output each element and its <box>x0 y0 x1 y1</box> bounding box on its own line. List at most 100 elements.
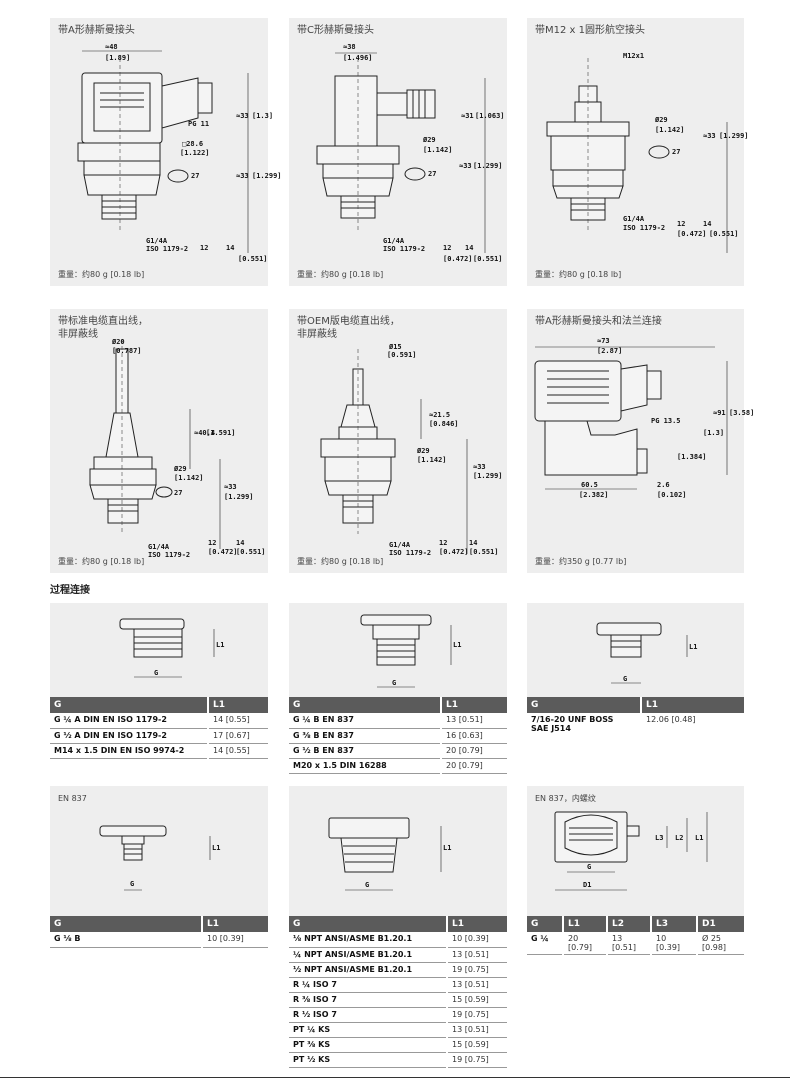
cell-l1: 17 [0.67] <box>208 728 268 744</box>
cell-g: ¼ NPT ANSI/ASME B1.20.1 <box>289 947 448 963</box>
cell-l1: 13 [0.51] <box>447 1022 507 1038</box>
dim-label: ISO 1179-2 <box>146 245 188 253</box>
cell-g: R ¼ ISO 7 <box>289 977 448 993</box>
table-header: G <box>289 916 448 932</box>
panel-title: 带A形赫斯曼接头和法兰连接 <box>535 316 662 327</box>
dim-label: [2.382] <box>579 491 609 499</box>
dim-label: Ø29 <box>173 465 187 473</box>
cell-g: ⅛ NPT ANSI/ASME B1.20.1 <box>289 932 448 948</box>
dim-label: [0.472] <box>208 548 238 556</box>
cell-l1: 20 [0.79] <box>441 758 507 774</box>
dim-label: 14 <box>236 539 244 547</box>
dim-label: ≈21.5 <box>429 411 450 419</box>
dim-label: [1.384] <box>677 453 707 461</box>
dim-label: 14 <box>469 539 477 547</box>
dim-label: [0.472] <box>677 230 707 238</box>
dim-label: 12 <box>200 244 208 252</box>
dim-label: ≈33 <box>236 112 249 120</box>
fitting-drawing-en837-g18: EN 837 L1 G <box>50 786 268 916</box>
dim-label-l1: L1 <box>453 641 461 649</box>
dim-label: 27 <box>428 170 436 178</box>
connector-drawing: Ø15 [0.591] Ø29 [1.142] G1/4A ISO 1179-2… <box>320 343 503 557</box>
panel-title: 带M12 x 1圆形航空接头 <box>535 25 645 36</box>
dim-label: 12 <box>208 539 216 547</box>
cell-l2: 13 [0.51] <box>607 932 652 955</box>
dim-label-l1: L1 <box>216 641 224 649</box>
dim-label: [1.142] <box>423 146 453 154</box>
fitting-drawing: L1 G <box>119 618 224 678</box>
cell-g: M20 x 1.5 DIN 16288 <box>289 758 442 774</box>
dim-label: [1.3] <box>252 112 273 120</box>
dim-label-l3: L3 <box>655 834 663 842</box>
cell-g: G ½ B EN 837 <box>289 743 442 759</box>
dim-label: ISO 1179-2 <box>383 245 425 253</box>
dim-label: [1.142] <box>417 456 447 464</box>
table-header: L1 <box>208 697 268 713</box>
dim-label: PG 11 <box>188 120 209 128</box>
fitting-table-en837-female: G L1 L2 L3 D1 G ¼ 20 [0.79] 13 [0.51] 10… <box>527 916 744 955</box>
connector-drawing: ≈38 [1.496] Ø29 [1.142] 27 G1/4A ISO 117… <box>316 43 505 263</box>
dim-label: ≈38 <box>343 43 356 51</box>
dim-label: [2.87] <box>597 347 622 355</box>
section-heading-process-connection: 过程连接 <box>50 585 90 596</box>
dim-label: 2.6 <box>657 481 670 489</box>
dim-label: G1/4A <box>146 237 168 245</box>
dim-label-g: G <box>154 669 158 677</box>
dim-label: PG 13.5 <box>651 417 681 425</box>
dim-label: Ø15 <box>388 343 402 351</box>
dim-label: [0.846] <box>429 420 459 428</box>
panel-weight: 重量：约350 g [0.77 lb] <box>535 557 627 566</box>
dim-label-g: G <box>130 880 134 888</box>
dim-label: [0.102] <box>657 491 687 499</box>
cell-l1: 14 [0.55] <box>208 713 268 729</box>
dim-label-l2: L2 <box>675 834 683 842</box>
cell-g: G ½ A DIN EN ISO 1179-2 <box>50 728 209 744</box>
cell-l1: 13 [0.51] <box>447 947 507 963</box>
dim-label-g: G <box>392 679 396 687</box>
cell-l1: 15 [0.59] <box>447 1037 507 1053</box>
dim-label: [1.299] <box>252 172 282 180</box>
cell-l1: 10 [0.39] <box>202 932 268 948</box>
connector-drawing: M12x1 Ø29 [1.142] 27 G1/4A ISO 1179-2 ≈3… <box>546 52 749 253</box>
dim-label-g: G <box>587 863 591 871</box>
cell-l1: 13 [0.51] <box>441 713 507 729</box>
dim-label: ISO 1179-2 <box>389 549 431 557</box>
table-header: G <box>289 697 442 713</box>
dim-label: [1.063] <box>475 112 505 120</box>
dim-label-l1: L1 <box>212 844 220 852</box>
connector-drawing: ≈48 [1.89] PG 11 □28.6 [1.122] 27 G1/4A … <box>77 43 282 263</box>
table-header: L2 <box>607 916 652 932</box>
dim-label: 14 <box>226 244 234 252</box>
dim-label: ≈33 <box>236 172 249 180</box>
cell-l1: 20 [0.79] <box>441 743 507 759</box>
cell-g: PT ⅜ KS <box>289 1037 448 1053</box>
dim-label: ≈33 <box>473 463 486 471</box>
dim-label: 14 <box>703 220 711 228</box>
fitting-drawing: L3 L2 L1 G D1 <box>554 811 708 891</box>
dim-label: [1.142] <box>655 126 685 134</box>
table-row: G ¼ 20 [0.79] 13 [0.51] 10 [0.39] Ø 25 [… <box>527 932 744 955</box>
cell-g: G ⅛ B <box>50 932 203 948</box>
panel-weight: 重量：约80 g [0.18 lb] <box>297 270 384 279</box>
cell-l1: 14 [0.55] <box>208 743 268 759</box>
dim-label: Ø29 <box>416 447 430 455</box>
dim-label: [0.551] <box>236 548 266 556</box>
panel-title: 带A形赫斯曼接头 <box>58 25 135 36</box>
cell-l1: 10 [0.39] <box>447 932 507 948</box>
cell-g: 7/16-20 UNF BOSS SAE J514 <box>527 713 642 735</box>
fitting-drawing-en837: L1 G <box>289 603 507 697</box>
dim-label: ≈40.4 <box>194 429 215 437</box>
